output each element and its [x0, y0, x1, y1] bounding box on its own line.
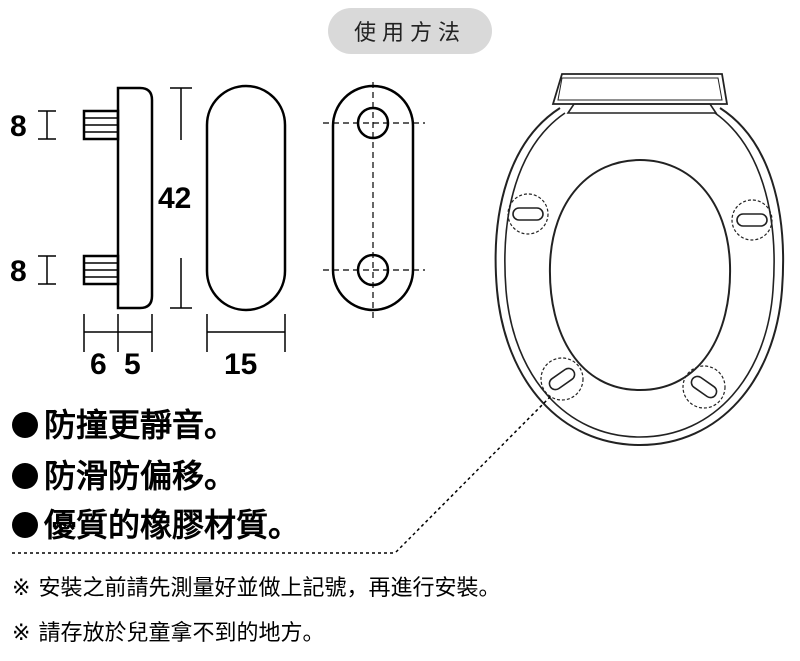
bullet-icon — [12, 412, 38, 438]
pad-back-view — [323, 82, 425, 318]
toilet-seat-illustration — [494, 73, 785, 447]
dim-bottom-peg-label: 8 — [10, 255, 27, 288]
feature-item: 優質的橡膠材質。 — [12, 509, 300, 541]
bullet-icon — [12, 512, 38, 538]
seat-bumper-top-left — [507, 193, 549, 235]
feature-item: 防撞更靜音。 — [12, 409, 236, 441]
peg-height-markers — [38, 110, 56, 285]
width-markers — [83, 314, 153, 352]
bumper-side-view — [82, 86, 154, 310]
dim-width-b-label: 5 — [124, 348, 141, 381]
seat-bumper-bottom-left — [540, 357, 584, 401]
dim-pad-width-label: 15 — [224, 348, 258, 381]
callout-line — [395, 394, 553, 553]
note-item: ※ 請存放於兒童拿不到的地方。 — [12, 623, 324, 645]
seat-bumper-bottom-right — [682, 365, 726, 409]
feature-text: 防滑防偏移。 — [44, 457, 237, 495]
feature-item: 防滑防偏移。 — [12, 460, 236, 492]
note-text: 安裝之前請先測量好並做上記號，再進行安裝。 — [38, 576, 501, 601]
reference-mark-icon: ※ — [12, 576, 31, 601]
bullet-icon — [12, 463, 38, 489]
note-item: ※ 安裝之前請先測量好並做上記號，再進行安裝。 — [12, 578, 500, 600]
pad-width-marker — [206, 314, 286, 352]
reference-mark-icon: ※ — [12, 621, 31, 646]
length-marker — [170, 87, 192, 309]
seat-bumper-top-right — [731, 199, 773, 241]
feature-text: 防撞更靜音。 — [44, 406, 237, 444]
dim-length-label: 42 — [158, 182, 192, 215]
dim-width-a-label: 6 — [90, 348, 107, 381]
note-text: 請存放於兒童拿不到的地方。 — [38, 621, 325, 646]
usage-title: 使用方法 — [328, 8, 492, 54]
pad-front-view — [205, 84, 287, 312]
feature-text: 優質的橡膠材質。 — [44, 506, 301, 544]
dim-top-peg-label: 8 — [10, 110, 27, 143]
